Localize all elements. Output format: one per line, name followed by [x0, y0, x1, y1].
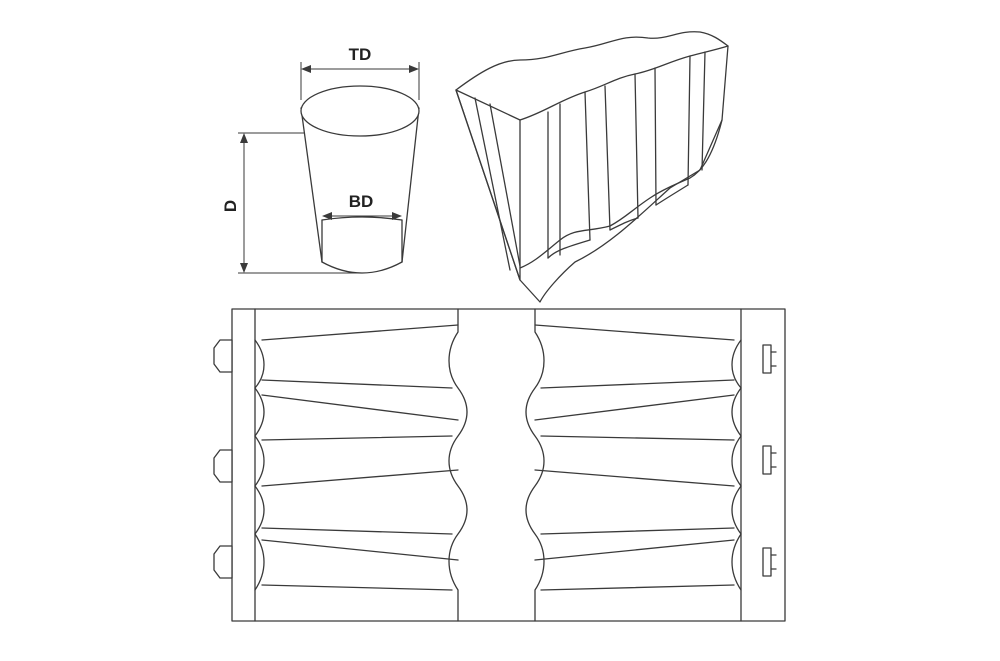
- single-pocket-diagram: TD BD D: [221, 45, 420, 274]
- left-clip-1: [213, 339, 233, 373]
- right-header: [740, 308, 777, 622]
- filter-outer-frame: [455, 31, 729, 303]
- bd-label: BD: [349, 192, 374, 211]
- filter-pocket-folds: [547, 184, 689, 259]
- left-pockets: [254, 324, 459, 591]
- pocket-bottom: [321, 261, 403, 274]
- right-tab-1: [762, 344, 772, 374]
- plan-frame: [231, 308, 786, 622]
- pocket-body: [300, 107, 420, 263]
- pocket-top-opening: [300, 85, 420, 137]
- filter-pocket-bottoms: [519, 119, 723, 269]
- filter-plan-diagram: [213, 308, 786, 622]
- d-dimension: D: [221, 132, 362, 274]
- d-label: D: [221, 200, 240, 212]
- td-dimension: TD: [300, 45, 420, 100]
- center-channel: [448, 308, 545, 622]
- pocket-bottom-sides: [321, 219, 403, 263]
- bd-dimension: BD: [322, 192, 402, 220]
- filter-front-edge: [455, 89, 521, 281]
- right-tab-3: [762, 547, 772, 577]
- td-label: TD: [349, 45, 372, 64]
- filter-pocket-edges: [474, 51, 706, 271]
- pocket-bottom-back: [321, 216, 403, 221]
- right-pockets: [534, 324, 742, 591]
- left-header: [213, 308, 256, 622]
- left-clip-3: [213, 545, 233, 579]
- filter-isometric-diagram: [455, 31, 729, 303]
- right-tab-2: [762, 445, 772, 475]
- left-clip-2: [213, 449, 233, 483]
